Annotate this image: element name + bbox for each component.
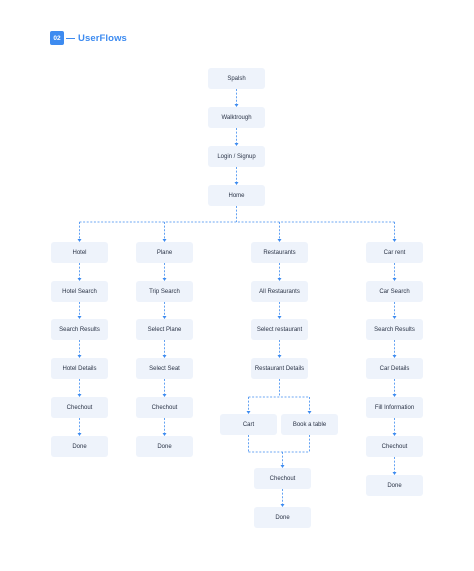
arrowhead-icon: [392, 394, 397, 397]
arrowhead-icon: [246, 411, 251, 414]
arrowhead-icon: [392, 239, 397, 242]
node-restaurant-checkout[interactable]: Chechout: [254, 468, 311, 489]
node-home[interactable]: Home: [208, 185, 265, 206]
node-book-a-table[interactable]: Book a table: [281, 414, 338, 435]
node-hotel-search[interactable]: Hotel Search: [51, 281, 108, 302]
node-all-restaurants[interactable]: All Restaurants: [251, 281, 308, 302]
arrowhead-icon: [77, 278, 82, 281]
section-number-badge: 02: [50, 31, 64, 45]
arrowhead-icon: [277, 278, 282, 281]
node-plane-done[interactable]: Done: [136, 436, 193, 457]
arrowhead-icon: [162, 316, 167, 319]
arrowhead-icon: [277, 239, 282, 242]
arrowhead-icon: [392, 355, 397, 358]
node-plane-checkout[interactable]: Chechout: [136, 397, 193, 418]
arrowhead-icon: [234, 182, 239, 185]
node-hotel-details[interactable]: Hotel Details: [51, 358, 108, 379]
arrowhead-icon: [280, 504, 285, 507]
node-car-checkout[interactable]: Chechout: [366, 436, 423, 457]
arrowhead-icon: [162, 278, 167, 281]
header-divider-line: [66, 37, 75, 39]
node-hotel-done[interactable]: Done: [51, 436, 108, 457]
arrowhead-icon: [307, 411, 312, 414]
arrowhead-icon: [77, 355, 82, 358]
arrowhead-icon: [280, 465, 285, 468]
node-car-rent[interactable]: Car rent: [366, 242, 423, 263]
arrowhead-icon: [162, 394, 167, 397]
arrowhead-icon: [392, 316, 397, 319]
arrowhead-icon: [77, 239, 82, 242]
node-select-restaurant[interactable]: Select restaurant: [251, 319, 308, 340]
node-restaurants[interactable]: Restaurants: [251, 242, 308, 263]
node-car-search-results[interactable]: Search Results: [366, 319, 423, 340]
node-fill-information[interactable]: Fill Information: [366, 397, 423, 418]
node-plane[interactable]: Plane: [136, 242, 193, 263]
node-trip-search[interactable]: Trip Search: [136, 281, 193, 302]
node-hotel-checkout[interactable]: Chechout: [51, 397, 108, 418]
arrowhead-icon: [277, 316, 282, 319]
arrowhead-icon: [392, 278, 397, 281]
node-walkthrough[interactable]: Walktrough: [208, 107, 265, 128]
arrowhead-icon: [77, 394, 82, 397]
section-title: UserFlows: [78, 32, 127, 44]
node-restaurant-details[interactable]: Restaurant Details: [251, 358, 308, 379]
node-login-signup[interactable]: Login / Signup: [208, 146, 265, 167]
arrowhead-icon: [77, 433, 82, 436]
node-select-plane[interactable]: Select Plane: [136, 319, 193, 340]
node-car-done[interactable]: Done: [366, 475, 423, 496]
node-hotel-search-results[interactable]: Search Results: [51, 319, 108, 340]
node-splash[interactable]: Spalsh: [208, 68, 265, 89]
arrowhead-icon: [277, 355, 282, 358]
node-hotel[interactable]: Hotel: [51, 242, 108, 263]
arrowhead-icon: [162, 355, 167, 358]
node-car-details[interactable]: Car Details: [366, 358, 423, 379]
node-select-seat[interactable]: Select Seat: [136, 358, 193, 379]
node-cart[interactable]: Cart: [220, 414, 277, 435]
section-header: 02 UserFlows: [50, 31, 127, 45]
arrowhead-icon: [162, 433, 167, 436]
arrowhead-icon: [234, 143, 239, 146]
arrowhead-icon: [392, 433, 397, 436]
node-restaurant-done[interactable]: Done: [254, 507, 311, 528]
arrowhead-icon: [77, 316, 82, 319]
node-car-search[interactable]: Car Search: [366, 281, 423, 302]
arrowhead-icon: [392, 472, 397, 475]
arrowhead-icon: [234, 104, 239, 107]
arrowhead-icon: [162, 239, 167, 242]
